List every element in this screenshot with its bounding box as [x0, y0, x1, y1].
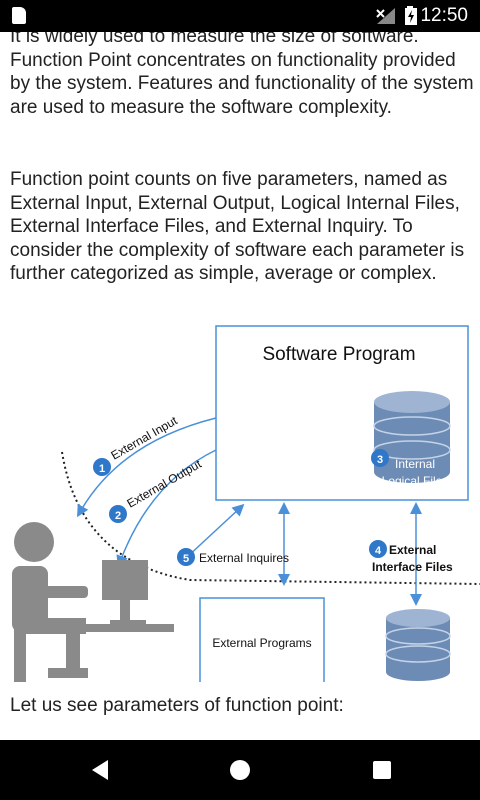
internal-label-line1: Internal	[395, 457, 435, 471]
battery-icon	[405, 6, 417, 25]
badge-3	[371, 449, 389, 467]
external-interface-database	[385, 609, 451, 681]
external-input-arrow	[77, 417, 217, 518]
external-output-arrow	[116, 449, 217, 568]
svg-text:1: 1	[99, 463, 105, 475]
article-content[interactable]: It is widely used to measure the size of…	[0, 32, 480, 740]
paragraph-lead-in: Let us see parameters of function point:	[10, 695, 344, 716]
user-at-computer-icon	[12, 522, 174, 682]
external-programs-box	[199, 597, 325, 682]
external-interface-label-line2: Interface Files	[372, 560, 453, 574]
svg-text:4: 4	[375, 545, 382, 557]
internal-logical-files-database	[373, 391, 451, 483]
paragraph-parameters: Function point counts on five parameters…	[10, 169, 465, 284]
external-input-label: External Input	[109, 413, 181, 462]
badge-1	[93, 458, 111, 476]
external-output-label: External Output	[125, 456, 205, 510]
external-interface-label-line1: External	[389, 543, 436, 557]
svg-text:2: 2	[115, 510, 121, 522]
navigation-bar	[0, 740, 480, 800]
paragraph-intro: It is widely used to measure the size of…	[10, 32, 474, 118]
status-bar: 12:50	[0, 0, 480, 32]
sd-card-icon	[12, 7, 26, 24]
no-signal-icon	[376, 8, 395, 24]
recents-icon[interactable]	[370, 758, 394, 782]
badge-4	[369, 540, 387, 558]
external-inquires-arrow	[181, 503, 245, 563]
svg-text:3: 3	[377, 454, 383, 466]
external-programs-label: External Programs	[212, 636, 311, 650]
home-icon[interactable]	[228, 758, 252, 782]
badge-5	[177, 548, 195, 566]
external-inquires-label: External Inquires	[199, 551, 289, 565]
back-icon[interactable]	[88, 758, 112, 782]
software-program-title: Software Program	[262, 344, 415, 365]
badge-2	[109, 505, 127, 523]
system-boundary	[61, 451, 480, 585]
svg-text:5: 5	[183, 553, 189, 565]
function-point-diagram: Software Program 3 Internal Logical File…	[12, 325, 480, 682]
status-time: 12:50	[420, 5, 468, 26]
internal-label-line2: Logical Files	[382, 474, 449, 488]
